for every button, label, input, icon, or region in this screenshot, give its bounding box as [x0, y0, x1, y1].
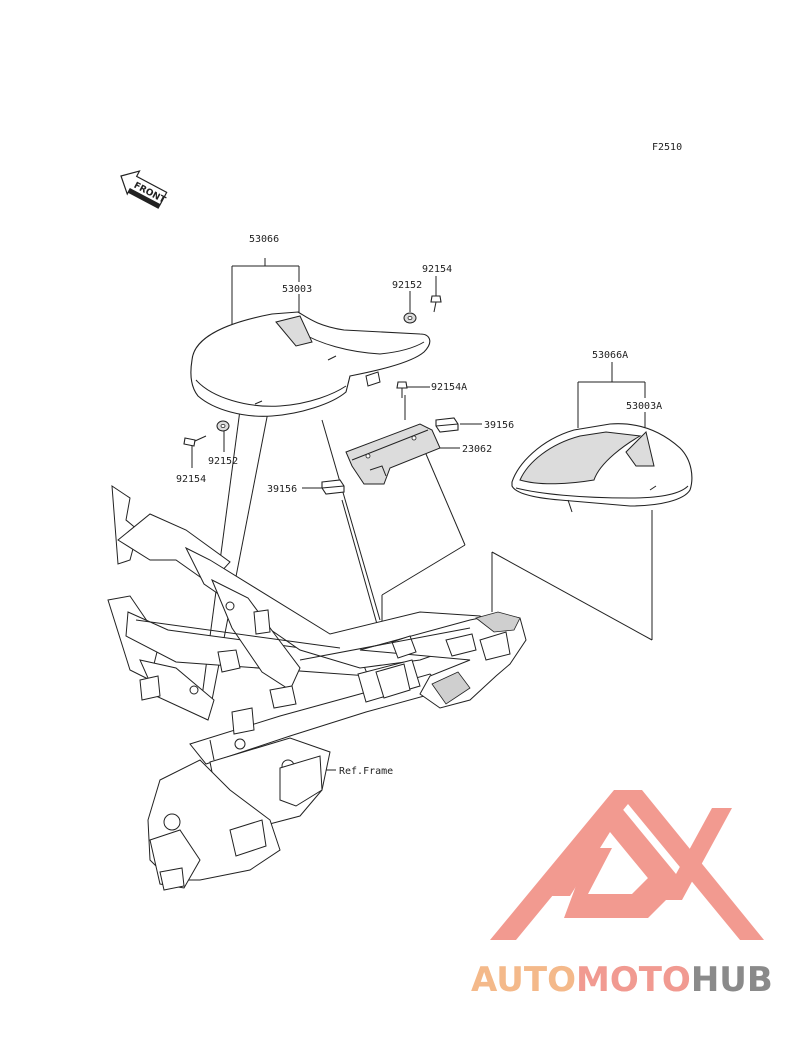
bolt-92154-top-icon	[430, 295, 442, 313]
label-53003: 53003	[282, 284, 312, 295]
label-53066A: 53066A	[592, 350, 628, 361]
automotohub-logo-icon	[490, 790, 764, 940]
part-labels: 53066 53003 92154 92152 92154A 39156 230…	[176, 234, 662, 777]
motorcycle-frame	[107, 485, 527, 891]
wordmark-auto: AUTO	[471, 960, 576, 1000]
washer-92152-top-icon	[403, 312, 417, 324]
seat-53066	[190, 311, 431, 417]
label-39156-left: 39156	[267, 484, 297, 495]
label-ref-frame: Ref.Frame	[339, 766, 393, 777]
wordmark-moto: MOTO	[575, 960, 691, 1000]
label-92152-top: 92152	[392, 280, 422, 291]
pad-39156-right	[435, 417, 459, 433]
bolt-92154A-icon	[396, 381, 408, 398]
bracket-23062	[345, 423, 441, 485]
label-92154A: 92154A	[431, 382, 467, 393]
label-23062: 23062	[462, 444, 492, 455]
washer-92152-bottom-icon	[216, 420, 230, 432]
seat-cover-53066A	[511, 423, 693, 513]
leader-lines	[191, 258, 646, 771]
figure-code: F2510	[652, 142, 682, 153]
pad-39156-left	[321, 479, 345, 495]
front-arrow-icon: FRONT	[120, 170, 168, 209]
automotohub-wordmark: AUTOMOTOHUB	[471, 963, 773, 997]
label-92152-bottom: 92152	[208, 456, 238, 467]
label-53066: 53066	[249, 234, 279, 245]
label-92154-bottom: 92154	[176, 474, 206, 485]
bolt-92154-bottom-icon	[183, 435, 207, 447]
wordmark-hub: HUB	[690, 960, 773, 1000]
label-92154-top: 92154	[422, 264, 452, 275]
label-53003A: 53003A	[626, 401, 662, 412]
label-39156-right: 39156	[484, 420, 514, 431]
